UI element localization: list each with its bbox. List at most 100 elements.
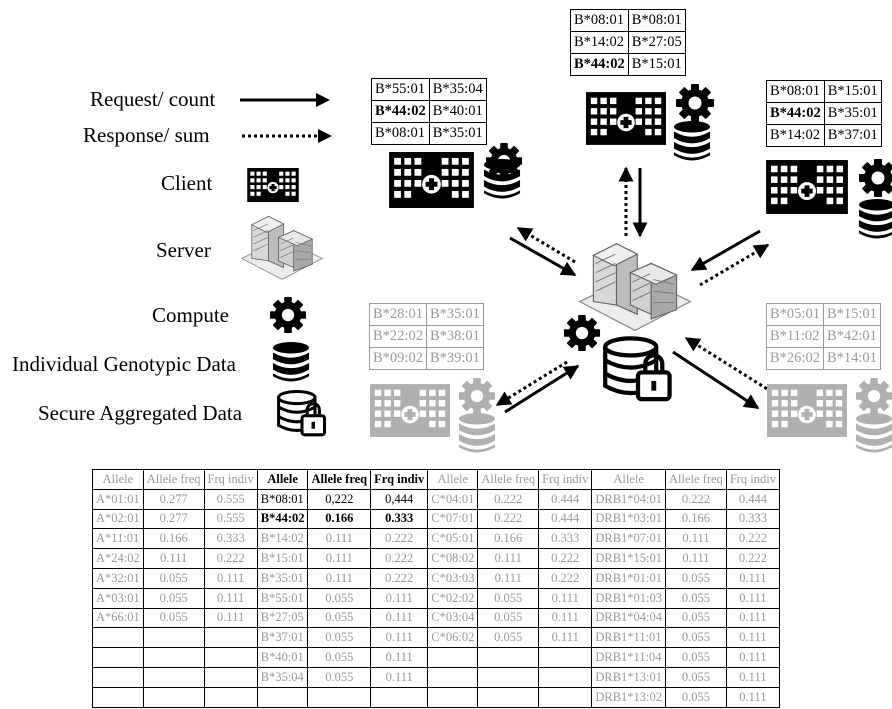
allele-cell: B*08:01 <box>570 9 629 32</box>
table-cell: 0.055 <box>142 607 205 629</box>
table-cell: 0.555 <box>203 508 258 530</box>
client-bottom-left-gear-icon <box>458 377 496 415</box>
response-arrow-icon <box>242 129 332 143</box>
table-cell: 0.277 <box>142 508 205 530</box>
client-bottom-right-database-icon <box>855 412 892 454</box>
table-cell: 0.111 <box>307 528 372 550</box>
table-cell: 0.111 <box>725 686 781 708</box>
allele-cell: B*40:01 <box>428 100 487 123</box>
table-cell: B*37:01 <box>256 627 309 649</box>
allele-cell: B*42:01 <box>822 325 881 348</box>
table-cell: 0.055 <box>665 627 727 649</box>
table-cell <box>203 647 258 668</box>
column-header: Allele freq <box>307 469 372 490</box>
table-cell <box>538 686 593 708</box>
table-cell: A*02:01 <box>92 508 144 530</box>
table-cell: C*06:02 <box>427 627 479 649</box>
flow-arrows <box>495 166 773 414</box>
legend-response-label: Response/ sum <box>83 123 210 147</box>
table-cell: 0.444 <box>725 488 781 510</box>
table-cell: 0.055 <box>142 587 205 609</box>
table-cell <box>203 686 258 708</box>
client-top-gear-icon <box>675 83 715 123</box>
table-cell <box>92 686 144 708</box>
table-cell: 0.055 <box>665 647 727 668</box>
allele-cell: B*35:01 <box>425 303 484 326</box>
table-cell: 0.111 <box>370 627 429 649</box>
table-cell: 0.055 <box>307 627 372 649</box>
table-cell: 0.222 <box>725 528 781 550</box>
table-cell: C*03:04 <box>427 607 479 629</box>
allele-cell: B*37:01 <box>823 124 882 147</box>
allele-cell: B*11:02 <box>766 325 824 348</box>
allele-cell: B*28:01 <box>369 303 427 326</box>
table-cell: A*32:01 <box>92 567 144 589</box>
allele-cell: B*35:01 <box>428 122 487 145</box>
table-cell: A*66:01 <box>92 607 144 629</box>
client-left-hospital-icon <box>389 152 474 208</box>
table-cell <box>92 666 144 688</box>
table-cell: C*07:01 <box>427 508 479 530</box>
table-cell: 0,222 <box>307 488 372 510</box>
table-cell: 0.111 <box>370 607 429 629</box>
table-cell: 0.055 <box>665 607 727 629</box>
table-cell: 0.333 <box>370 508 429 530</box>
table-cell: A*24:02 <box>92 548 144 569</box>
table-cell <box>477 666 540 688</box>
table-cell: B*08:01 <box>256 488 309 510</box>
table-cell: 0.222 <box>203 548 258 569</box>
column-header: Allele <box>92 469 144 490</box>
allele-cell: B*05:01 <box>766 303 824 326</box>
table-cell <box>427 686 479 708</box>
allele-cell: B*44:02 <box>570 53 629 76</box>
table-cell: B*44:02 <box>256 508 309 530</box>
table-cell: B*35:04 <box>256 666 309 688</box>
table-cell: A*03:01 <box>92 587 144 609</box>
table-cell: 0.333 <box>538 528 593 550</box>
table-cell: 0.055 <box>307 607 372 629</box>
table-cell: 0.555 <box>203 488 258 510</box>
table-cell: 0.055 <box>665 666 727 688</box>
table-cell: 0.166 <box>477 528 540 550</box>
table-cell: B*14:02 <box>256 528 309 550</box>
response-arrow-left <box>516 226 576 264</box>
table-cell: 0.111 <box>477 567 540 589</box>
table-cell: A*11:01 <box>92 528 144 550</box>
table-cell <box>142 666 205 688</box>
table-cell <box>370 686 429 708</box>
table-cell <box>427 666 479 688</box>
table-cell: 0.111 <box>370 587 429 609</box>
table-cell: B*55:01 <box>256 587 309 609</box>
table-cell: 0.111 <box>142 548 205 569</box>
request-arrow-bottom-right <box>672 350 760 410</box>
allele-cell: B*08:01 <box>766 80 825 103</box>
table-cell: 0.222 <box>370 548 429 569</box>
allele-cell: B*22:02 <box>369 325 427 348</box>
table-cell <box>427 647 479 668</box>
table-cell: 0.111 <box>203 607 258 629</box>
table-cell: A*01:01 <box>92 488 144 510</box>
allele-cell: B*09:02 <box>369 347 427 370</box>
table-cell <box>538 647 593 668</box>
central-secure-database-icon <box>600 336 676 404</box>
table-cell: DRB1*01:01 <box>591 567 667 589</box>
request-arrow-icon <box>240 93 330 107</box>
table-cell: 0.055 <box>665 686 727 708</box>
table-cell: B*15:01 <box>256 548 309 569</box>
table-cell: 0.055 <box>477 607 540 629</box>
table-cell <box>142 686 205 708</box>
allele-cell: B*26:02 <box>766 347 824 370</box>
table-cell: B*35:01 <box>256 567 309 589</box>
table-cell <box>92 647 144 668</box>
table-cell: 0.444 <box>538 508 593 530</box>
table-cell: 0.111 <box>665 528 727 550</box>
